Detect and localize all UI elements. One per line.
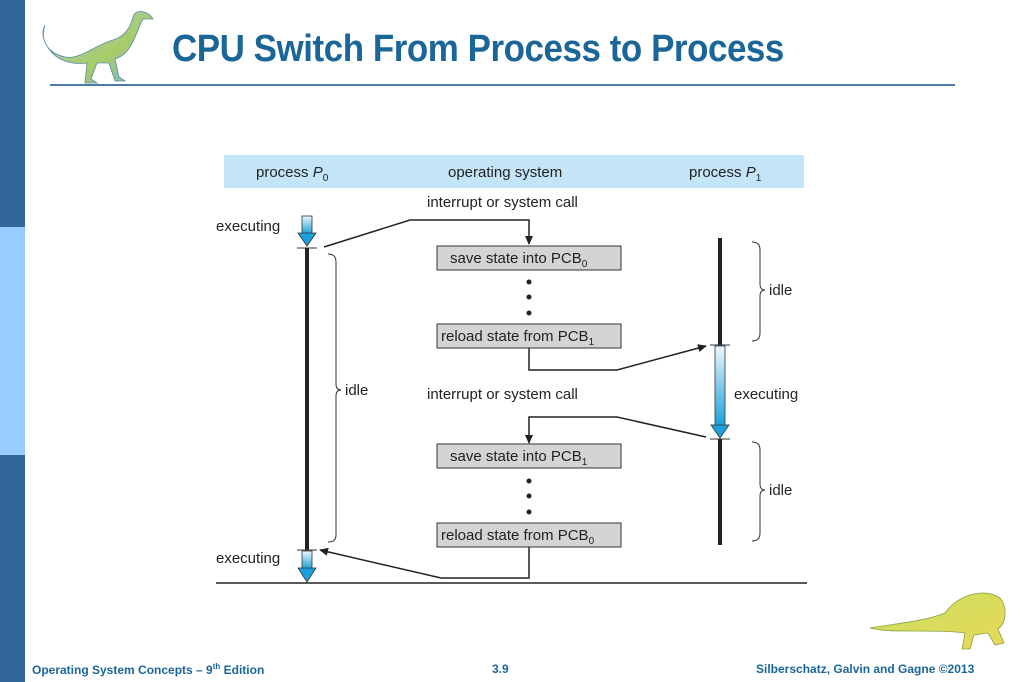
p0-state-executing-bottom: executing — [216, 550, 280, 567]
p1-exec-arrow — [710, 345, 730, 439]
footer-book-title: Operating System Concepts – 9th Edition — [32, 662, 265, 677]
p0-state-executing-top: executing — [216, 218, 280, 235]
svg-text:reload state from PCB1: reload state from PCB1 — [441, 328, 595, 348]
svg-text:save state into PCB0: save state into PCB0 — [450, 250, 588, 270]
column-header-p1: process P1 — [689, 164, 762, 184]
dinosaur-logo-icon — [42, 11, 154, 84]
sidebar-highlight — [0, 227, 25, 455]
p0-exec-arrow-bottom — [297, 550, 317, 583]
p0-state-idle: idle — [345, 382, 368, 399]
column-header-os: operating system — [448, 164, 562, 181]
footer-page-number: 3.9 — [492, 662, 509, 676]
p1-state-executing: executing — [734, 386, 798, 403]
dinosaur-footer-icon — [870, 592, 1006, 650]
footer-authors: Silberschatz, Galvin and Gagne ©2013 — [756, 662, 975, 676]
switch-arrow-os-to-p0 — [319, 547, 530, 579]
event-interrupt-2: interrupt or system call — [427, 386, 578, 403]
column-header-p0: process P0 — [256, 164, 329, 184]
ellipsis-dots-2 — [526, 478, 532, 515]
switch-arrow-p1-to-os — [525, 416, 707, 444]
p1-idle-brace-bottom — [751, 441, 766, 542]
p1-idle-brace-top — [751, 241, 766, 342]
os-box-save-pcb1: save state into PCB1 — [436, 443, 622, 469]
ellipsis-dots-1 — [526, 279, 532, 316]
os-box-reload-pcb0: reload state from PCB0 — [436, 522, 622, 548]
title-divider — [50, 84, 955, 86]
column-header-band — [224, 155, 804, 188]
switch-arrow-p0-to-os — [323, 219, 533, 248]
os-box-save-pcb0: save state into PCB0 — [436, 245, 622, 271]
switch-arrow-os-to-p1 — [528, 344, 707, 371]
p0-idle-brace — [327, 253, 342, 543]
slide-title: CPU Switch From Process to Process — [172, 28, 784, 70]
p1-state-idle-bottom: idle — [769, 482, 792, 499]
p1-state-idle-top: idle — [769, 282, 792, 299]
svg-text:reload state from PCB0: reload state from PCB0 — [441, 527, 595, 547]
event-interrupt-1: interrupt or system call — [427, 194, 578, 211]
p0-exec-arrow-top — [297, 215, 317, 247]
os-box-reload-pcb1: reload state from PCB1 — [436, 323, 622, 349]
sidebar-band — [0, 0, 25, 682]
svg-text:save state into PCB1: save state into PCB1 — [450, 448, 588, 468]
